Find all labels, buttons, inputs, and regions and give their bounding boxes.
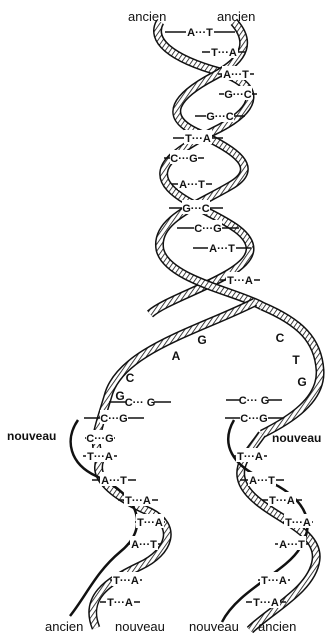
svg-text:T···A: T···A	[137, 517, 163, 529]
svg-text:A···T: A···T	[131, 539, 157, 551]
unpaired-left-base: G	[115, 389, 124, 403]
label-bottom-nouveau-1: nouveau	[115, 620, 165, 633]
svg-text:A···T: A···T	[179, 179, 205, 191]
unpaired-right-base: T	[292, 353, 300, 367]
svg-text:A···T: A···T	[223, 69, 249, 81]
parent-base-pair: A···T	[172, 176, 212, 191]
svg-text:T···A: T···A	[253, 597, 279, 609]
replicating-pairs: C··· G C···G C···G C··· G C···G	[84, 392, 283, 445]
svg-text:C···G: C···G	[86, 433, 114, 445]
parent-base-pair: A···T	[165, 24, 235, 39]
svg-text:T···A: T···A	[113, 575, 139, 587]
replicating-left-pair: C···G	[85, 430, 115, 445]
label-left-nouveau: nouveau	[7, 430, 56, 442]
svg-text:C···G: C···G	[170, 153, 198, 165]
label-bottom-ancien-2: ancien	[258, 620, 296, 633]
unpaired-right-base: C	[276, 331, 285, 345]
parent-base-pair: A···T	[218, 66, 254, 81]
svg-text:T···A: T···A	[237, 451, 263, 463]
left-daughter-pair: T···A	[83, 448, 117, 463]
parent-base-pair: T···A	[220, 272, 260, 287]
replicating-left-pair: C···G	[84, 410, 144, 425]
svg-text:T···A: T···A	[285, 517, 311, 529]
svg-text:T···A: T···A	[87, 451, 113, 463]
left-daughter-pair: T···A	[135, 514, 165, 529]
left-daughter-pair: T···A	[118, 492, 158, 507]
right-daughter-pair: T···A	[283, 514, 313, 529]
replicating-right-pair: C··· G	[226, 392, 282, 407]
svg-text:T···A: T···A	[227, 275, 253, 287]
svg-text:C···G: C···G	[240, 413, 268, 425]
svg-text:T···A: T···A	[269, 495, 295, 507]
label-top-right-ancien: ancien	[217, 10, 255, 23]
svg-text:A···T: A···T	[101, 475, 127, 487]
label-bottom-ancien-1: ancien	[45, 620, 83, 633]
svg-text:T···A: T···A	[211, 47, 237, 59]
svg-text:C··· G: C··· G	[239, 395, 270, 407]
unpaired-left-base: G	[197, 333, 206, 347]
right-daughter-pair: T···A	[246, 594, 286, 609]
unpaired-left-base: A	[172, 349, 181, 363]
svg-text:C···G: C···G	[100, 413, 128, 425]
svg-text:A···T: A···T	[279, 539, 305, 551]
unpaired-left-base: C	[126, 371, 135, 385]
svg-text:C···G: C···G	[194, 223, 222, 235]
label-bottom-nouveau-2: nouveau	[189, 620, 239, 633]
svg-text:T···A: T···A	[261, 575, 287, 587]
fork-left-strand	[96, 302, 255, 460]
parent-base-pairs: A···T T···A A···T G···C G···C T···A C···G A···T…	[164, 24, 260, 287]
svg-text:G···C: G···C	[206, 111, 234, 123]
right-daughter-pair: T···A	[258, 572, 290, 587]
left-daughter-pair: T···A	[100, 594, 140, 609]
svg-text:A···T: A···T	[249, 475, 275, 487]
right-daughter-pair: T···A	[233, 448, 267, 463]
right-daughter-pair: T···A	[262, 492, 302, 507]
parent-base-pair: C···G	[164, 150, 204, 165]
left-daughter-pair: T···A	[110, 572, 142, 587]
label-right-nouveau: nouveau	[272, 432, 321, 444]
svg-text:T···A: T···A	[107, 597, 133, 609]
svg-text:A···T: A···T	[209, 243, 235, 255]
parent-base-pair: G···C	[219, 86, 257, 101]
svg-text:T···A: T···A	[185, 133, 211, 145]
left-daughter-pair: A···T	[127, 536, 161, 551]
svg-text:A···T: A···T	[187, 27, 213, 39]
svg-text:G···C: G···C	[182, 203, 210, 215]
svg-text:C··· G: C··· G	[125, 397, 156, 409]
parent-helix	[150, 22, 262, 314]
unpaired-right-base: G	[297, 375, 306, 389]
label-top-left-ancien: ancien	[128, 10, 166, 23]
svg-text:G···C: G···C	[224, 89, 252, 101]
svg-text:T···A: T···A	[125, 495, 151, 507]
right-daughter-pair: A···T	[275, 536, 309, 551]
parent-base-pair: A···T	[193, 240, 251, 255]
